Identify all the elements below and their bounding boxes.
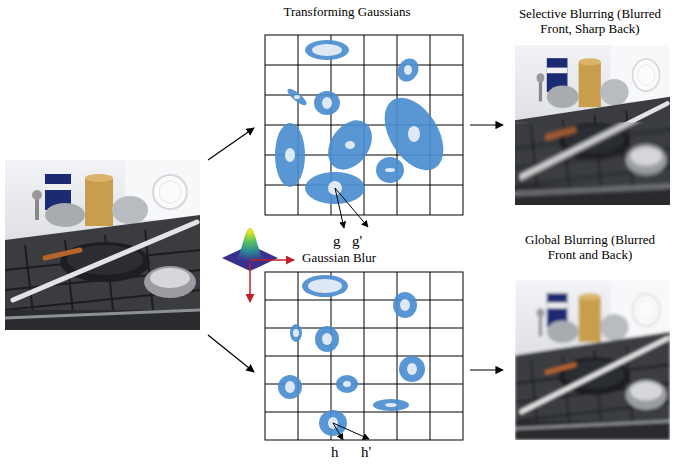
selective-blur-photo [515, 45, 670, 205]
flow-arrow [470, 369, 503, 370]
panel-title: Transforming Gaussians [262, 4, 432, 19]
panel-title: Selective Blurring (Blurred Front, Sharp… [510, 6, 670, 36]
split-arrow [208, 128, 254, 160]
global-blur-photo [515, 280, 670, 440]
panel-title: Global Blurring (Blurred Front and Back) [510, 232, 670, 262]
input-photo [5, 160, 200, 330]
gaussian-grid [265, 35, 463, 228]
gaussian-label: g' [352, 233, 362, 250]
grid-panel: Transforming Gaussians [262, 4, 468, 218]
split-arrow [208, 335, 254, 372]
panel-title: Gaussian Blur [302, 250, 376, 265]
blurred-grid [265, 272, 463, 440]
result-panel: Selective Blurring (Blurred Front, Sharp… [505, 6, 675, 206]
flow-arrow [470, 124, 503, 125]
result-panel: Global Blurring (Blurred Front and Back) [505, 232, 675, 442]
grid-panel: Gaussian Blur [262, 248, 468, 442]
gaussian-label: g [333, 233, 341, 250]
gaussian-label: h' [361, 444, 371, 461]
gaussian-label: h [331, 444, 339, 461]
